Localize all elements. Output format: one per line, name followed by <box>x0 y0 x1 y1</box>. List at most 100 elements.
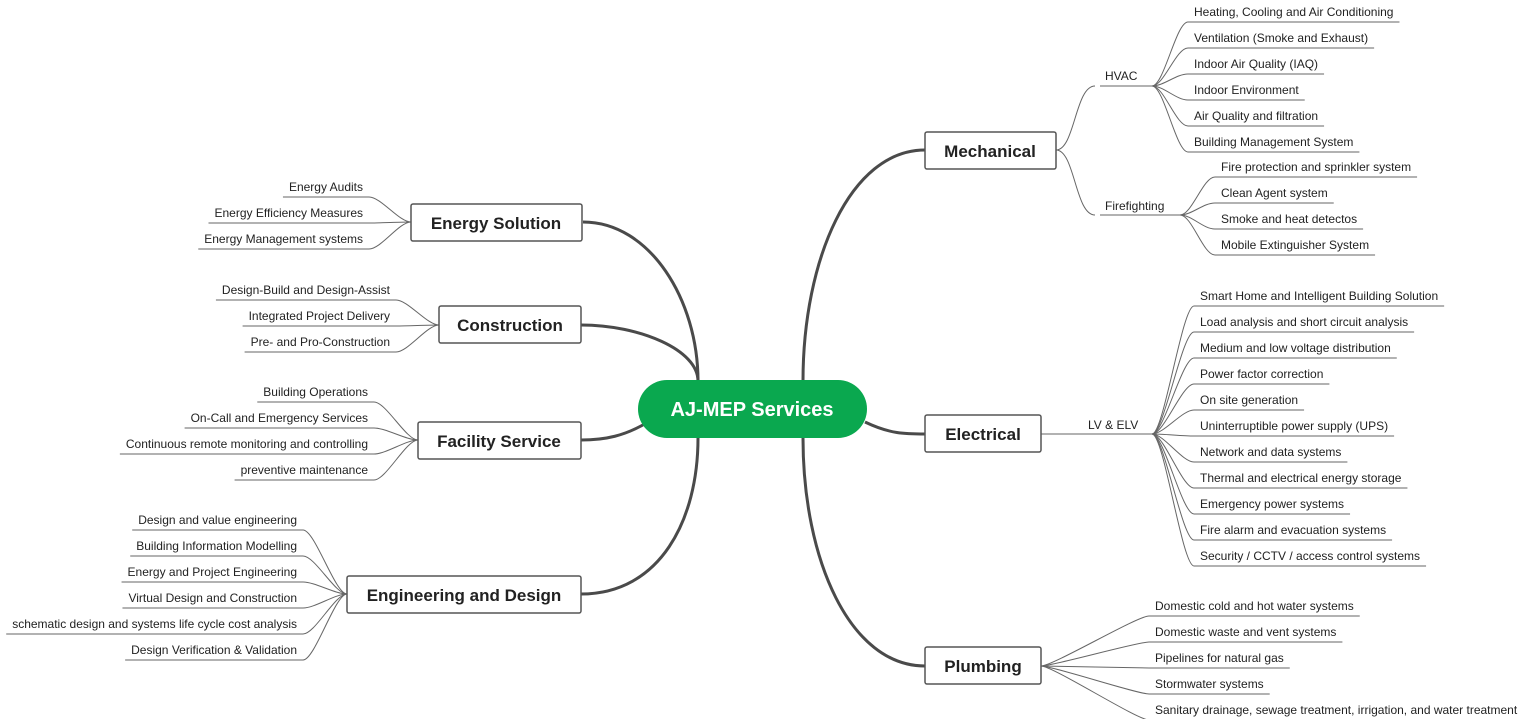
lv-elv-link <box>1151 433 1195 567</box>
firefighting-link <box>1179 176 1216 216</box>
plumbing-link <box>1040 615 1150 667</box>
lv-elv-item[interactable]: Thermal and electrical energy storage <box>1200 471 1402 485</box>
engineering-design-item[interactable]: Building Information Modelling <box>136 539 297 553</box>
node-plumbing-label: Plumbing <box>944 657 1021 676</box>
firefighting-item[interactable]: Fire protection and sprinkler system <box>1221 160 1411 174</box>
hvac-link <box>1151 47 1189 87</box>
link-mechanical <box>801 148 926 382</box>
hvac-item[interactable]: Indoor Air Quality (IAQ) <box>1194 57 1318 71</box>
hvac-link <box>1151 85 1189 153</box>
firefighting-item[interactable]: Smoke and heat detectos <box>1221 212 1357 226</box>
link-plumbing <box>801 437 926 668</box>
facility-service-item[interactable]: Building Operations <box>263 385 368 399</box>
hvac-item[interactable]: Heating, Cooling and Air Conditioning <box>1194 5 1393 19</box>
firefighting-link <box>1179 214 1216 256</box>
link-electrical <box>864 420 926 436</box>
lv-elv-item[interactable]: Network and data systems <box>1200 445 1341 459</box>
plumbing-item[interactable]: Pipelines for natural gas <box>1155 651 1284 665</box>
engineering-design-item[interactable]: schematic design and systems life cycle … <box>12 617 297 631</box>
energy-solution-link <box>368 196 412 223</box>
node-facility-service[interactable]: Facility Service <box>417 421 582 460</box>
construction-item[interactable]: Integrated Project Delivery <box>249 309 390 323</box>
hvac-item[interactable]: Building Management System <box>1194 135 1353 149</box>
engineering-design-item[interactable]: Design and value engineering <box>138 513 297 527</box>
lv-elv-link <box>1151 331 1195 435</box>
hvac-link <box>1151 21 1189 87</box>
hvac-item[interactable]: Ventilation (Smoke and Exhaust) <box>1194 31 1368 45</box>
plumbing-link <box>1040 665 1150 695</box>
construction-link <box>395 324 440 353</box>
node-energy-solution-label: Energy Solution <box>431 214 561 233</box>
facility-service-link <box>373 427 419 441</box>
lv-elv-item[interactable]: Medium and low voltage distribution <box>1200 341 1391 355</box>
firefighting-item[interactable]: Clean Agent system <box>1221 186 1328 200</box>
construction-item[interactable]: Pre- and Pro-Construction <box>251 335 390 349</box>
lv-elv-link <box>1151 357 1195 435</box>
plumbing-item[interactable]: Domestic waste and vent systems <box>1155 625 1336 639</box>
lv-elv-item[interactable]: Smart Home and Intelligent Building Solu… <box>1200 289 1438 303</box>
center-node-label: AJ-MEP Services <box>670 399 833 421</box>
plumbing-link <box>1040 641 1150 667</box>
construction-item[interactable]: Design-Build and Design-Assist <box>222 283 391 297</box>
facility-service-item[interactable]: On-Call and Emergency Services <box>191 411 368 425</box>
node-construction-label: Construction <box>457 316 563 335</box>
facility-service-item[interactable]: preventive maintenance <box>241 463 369 477</box>
lv-elv-link <box>1151 433 1195 437</box>
plumbing-link <box>1040 665 1150 669</box>
node-engineering-design[interactable]: Engineering and Design <box>346 575 582 614</box>
engineering-design-link <box>302 593 348 609</box>
engineering-design-item[interactable]: Energy and Project Engineering <box>128 565 297 579</box>
lv-elv-link <box>1151 305 1195 435</box>
node-energy-solution[interactable]: Energy Solution <box>410 203 583 242</box>
center-node[interactable]: AJ-MEP Services <box>638 380 867 438</box>
node-plumbing[interactable]: Plumbing <box>924 646 1042 685</box>
hvac-item[interactable]: Air Quality and filtration <box>1194 109 1318 123</box>
plumbing-item[interactable]: Sanitary drainage, sewage treatment, irr… <box>1155 703 1518 717</box>
engineering-design-link <box>302 555 348 595</box>
engineering-design-item[interactable]: Virtual Design and Construction <box>128 591 297 605</box>
node-facility-service-label: Facility Service <box>437 432 561 451</box>
construction-link <box>395 299 440 326</box>
engineering-design-item[interactable]: Design Verification & Validation <box>131 643 297 657</box>
facility-service-link <box>373 401 419 441</box>
hvac-link <box>1055 85 1096 151</box>
plumbing-link <box>1040 665 1147 719</box>
center-node-bubble <box>638 380 867 438</box>
firefighting-link <box>1055 149 1096 216</box>
plumbing-item[interactable]: Domestic cold and hot water systems <box>1155 599 1354 613</box>
node-construction[interactable]: Construction <box>438 305 582 344</box>
node-electrical-label: Electrical <box>945 425 1021 444</box>
subtopic-firefighting[interactable]: Firefighting <box>1105 199 1164 213</box>
hvac-item[interactable]: Indoor Environment <box>1194 83 1299 97</box>
lv-elv-item[interactable]: Uninterruptible power supply (UPS) <box>1200 419 1388 433</box>
lv-elv-item[interactable]: Load analysis and short circuit analysis <box>1200 315 1408 329</box>
lv-elv-link <box>1151 383 1195 435</box>
energy-solution-link <box>368 221 412 250</box>
lv-elv-link <box>1151 433 1195 541</box>
node-engineering-design-label: Engineering and Design <box>367 586 562 605</box>
energy-solution-item[interactable]: Energy Management systems <box>204 232 363 246</box>
firefighting-link <box>1179 202 1216 216</box>
energy-solution-item[interactable]: Energy Efficiency Measures <box>214 206 363 220</box>
engineering-design-link <box>302 529 348 595</box>
subtopic-lv-elv[interactable]: LV & ELV <box>1088 418 1138 432</box>
firefighting-item[interactable]: Mobile Extinguisher System <box>1221 238 1369 252</box>
construction-link <box>395 324 440 327</box>
plumbing-item[interactable]: Stormwater systems <box>1155 677 1264 691</box>
link-facility <box>580 420 649 442</box>
node-mechanical[interactable]: Mechanical <box>924 131 1057 170</box>
lv-elv-item[interactable]: Fire alarm and evacuation systems <box>1200 523 1386 537</box>
link-energy <box>582 220 700 382</box>
energy-solution-item[interactable]: Energy Audits <box>289 180 363 194</box>
facility-service-item[interactable]: Continuous remote monitoring and control… <box>126 437 368 451</box>
engineering-design-link <box>302 593 348 661</box>
facility-service-link <box>373 439 419 481</box>
hvac-link <box>1151 73 1189 87</box>
node-electrical[interactable]: Electrical <box>924 414 1042 453</box>
lv-elv-item[interactable]: Emergency power systems <box>1200 497 1344 511</box>
lv-elv-item[interactable]: Security / CCTV / access control systems <box>1200 549 1420 563</box>
lv-elv-item[interactable]: Power factor correction <box>1200 367 1323 381</box>
lv-elv-item[interactable]: On site generation <box>1200 393 1298 407</box>
subtopic-hvac[interactable]: HVAC <box>1105 69 1138 83</box>
